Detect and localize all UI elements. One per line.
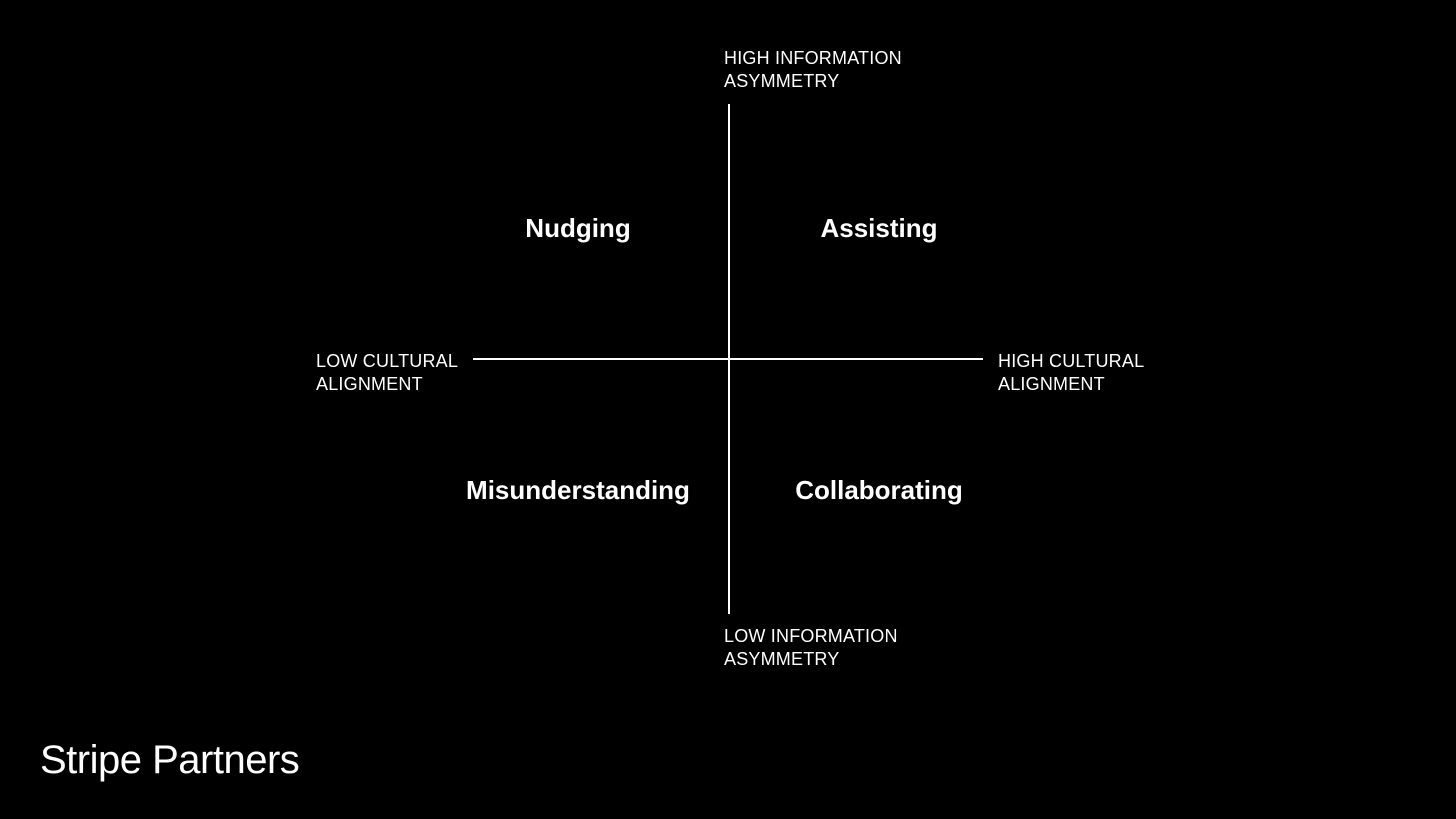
- quadrant-label-misunderstanding: Misunderstanding: [466, 475, 690, 505]
- axis-label-high-cultural-alignment: HIGH CULTURAL ALIGNMENT: [998, 350, 1144, 396]
- axis-label-line: HIGH INFORMATION: [724, 48, 902, 68]
- axis-label-high-information-asymmetry: HIGH INFORMATION ASYMMETRY: [724, 47, 902, 93]
- axis-label-line: HIGH CULTURAL: [998, 351, 1145, 371]
- horizontal-axis-line: [473, 358, 983, 360]
- axis-label-line: ASYMMETRY: [724, 71, 840, 91]
- axis-label-low-cultural-alignment: LOW CULTURAL ALIGNMENT: [316, 350, 458, 396]
- axis-label-line: LOW INFORMATION: [724, 626, 898, 646]
- brand-logo-text: Stripe Partners: [40, 738, 300, 782]
- axis-label-line: LOW CULTURAL: [316, 351, 459, 371]
- axis-label-low-information-asymmetry: LOW INFORMATION ASYMMETRY: [724, 625, 898, 671]
- quadrant-label-nudging: Nudging: [525, 213, 631, 243]
- quadrant-label-assisting: Assisting: [820, 213, 938, 243]
- quadrant-label-collaborating: Collaborating: [795, 475, 963, 505]
- axis-label-line: ALIGNMENT: [998, 374, 1105, 394]
- axis-label-line: ASYMMETRY: [724, 649, 840, 669]
- axis-label-line: ALIGNMENT: [316, 374, 423, 394]
